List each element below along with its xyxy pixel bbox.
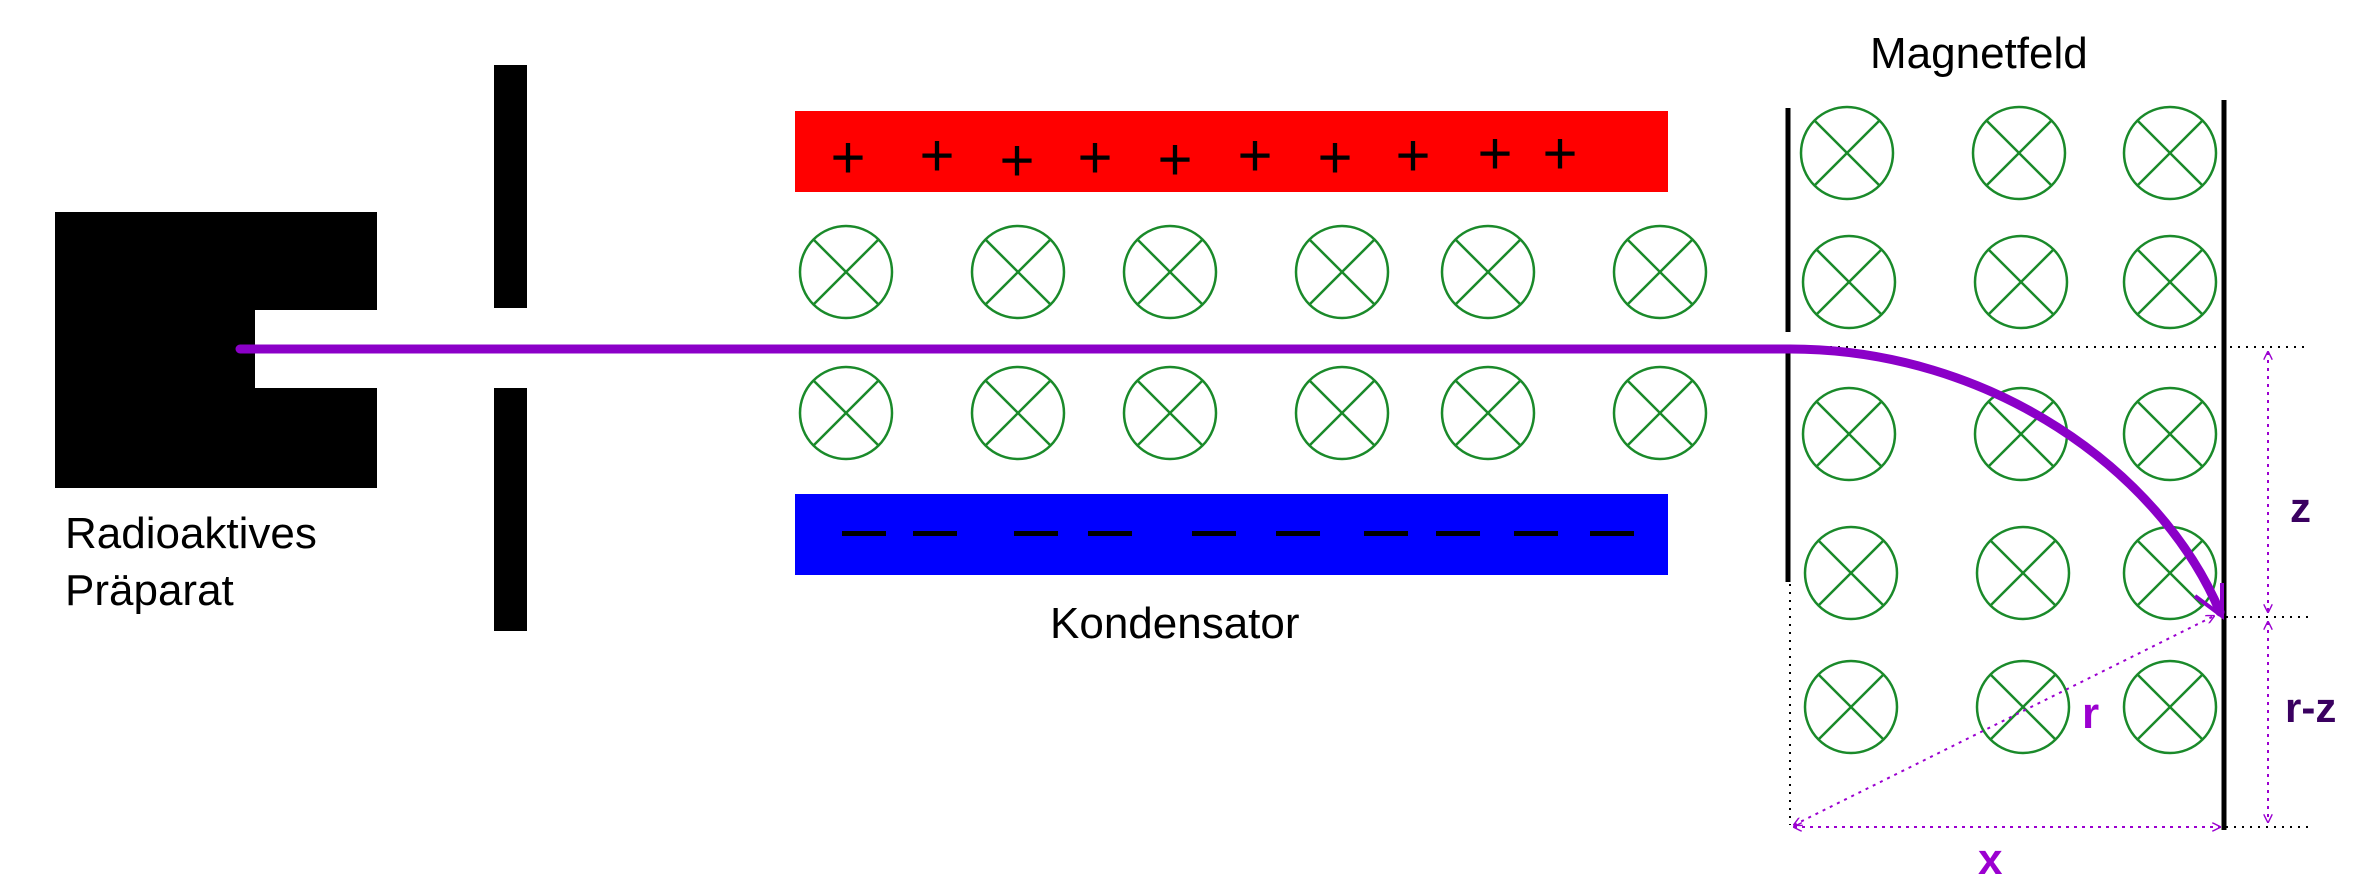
source-label-line2: Präparat (65, 566, 234, 615)
minus-sign (1514, 531, 1558, 536)
positive-charge-signs: + + + + + + + + + + (830, 120, 1577, 194)
minus-sign (842, 531, 886, 536)
circle-with-cross-icon (1294, 224, 1390, 320)
plus-sign: + (1477, 120, 1512, 187)
minus-sign (1364, 531, 1408, 536)
minus-sign (1436, 531, 1480, 536)
circle-with-cross-icon (1803, 525, 1899, 621)
circle-with-cross-icon (1612, 224, 1708, 320)
plus-sign: + (830, 124, 865, 191)
circle-with-cross-icon (1803, 659, 1899, 755)
magnet-label: Magnetfeld (1870, 29, 2088, 78)
circle-with-cross-icon (2122, 659, 2218, 755)
minus-sign (913, 531, 957, 536)
circle-with-cross-icon (1973, 386, 2069, 482)
circle-with-cross-icon (2122, 386, 2218, 482)
minus-sign (1276, 531, 1320, 536)
circle-with-cross-icon (1801, 386, 1897, 482)
z-label: z (2290, 484, 2311, 531)
minus-sign (1014, 531, 1058, 536)
circle-with-cross-icon (1122, 224, 1218, 320)
plus-sign: + (1317, 124, 1352, 191)
circle-with-cross-icon (1973, 234, 2069, 330)
source-label-line1: Radioaktives (65, 509, 317, 558)
circle-with-cross-icon (970, 365, 1066, 461)
positive-plate (795, 111, 1668, 192)
radius-arrow (1794, 616, 2214, 825)
circle-with-cross-icon (1799, 105, 1895, 201)
particle-beam-path (235, 344, 2225, 617)
circle-with-cross-icon (1294, 365, 1390, 461)
plus-sign: + (1077, 124, 1112, 191)
circle-with-cross-icon (798, 365, 894, 461)
aperture-lower-bar (494, 388, 527, 631)
circle-with-cross-icon (970, 224, 1066, 320)
circle-with-cross-icon (1801, 234, 1897, 330)
circle-with-cross-icon (1612, 365, 1708, 461)
circle-with-cross-icon (1975, 525, 2071, 621)
aperture-upper-bar (494, 65, 527, 308)
minus-sign (1192, 531, 1236, 536)
circle-with-cross-icon (2122, 105, 2218, 201)
circle-with-cross-icon (1971, 105, 2067, 201)
circle-with-cross-icon (1440, 365, 1536, 461)
magnetic-field-symbols (798, 105, 2218, 755)
capacitor-label: Kondensator (1050, 599, 1300, 648)
x-label: x (1978, 835, 2003, 882)
radioactive-source-block (55, 212, 377, 488)
circle-with-cross-icon (1122, 365, 1218, 461)
circle-with-cross-icon (798, 224, 894, 320)
plus-sign: + (999, 127, 1034, 194)
circle-with-cross-icon (1975, 659, 2071, 755)
circle-with-cross-icon (2122, 234, 2218, 330)
beam-arrowhead (2193, 583, 2224, 620)
negative-charge-signs (842, 531, 1634, 536)
plus-sign: + (1395, 122, 1430, 189)
r-minus-z-label: r-z (2285, 684, 2336, 731)
plus-sign: + (1542, 120, 1577, 187)
circle-with-cross-icon (1440, 224, 1536, 320)
plus-sign: + (919, 122, 954, 189)
r-label: r (2082, 689, 2099, 738)
plus-sign: + (1237, 122, 1272, 189)
minus-sign (1088, 531, 1132, 536)
minus-sign (1590, 531, 1634, 536)
plus-sign: + (1157, 126, 1192, 193)
